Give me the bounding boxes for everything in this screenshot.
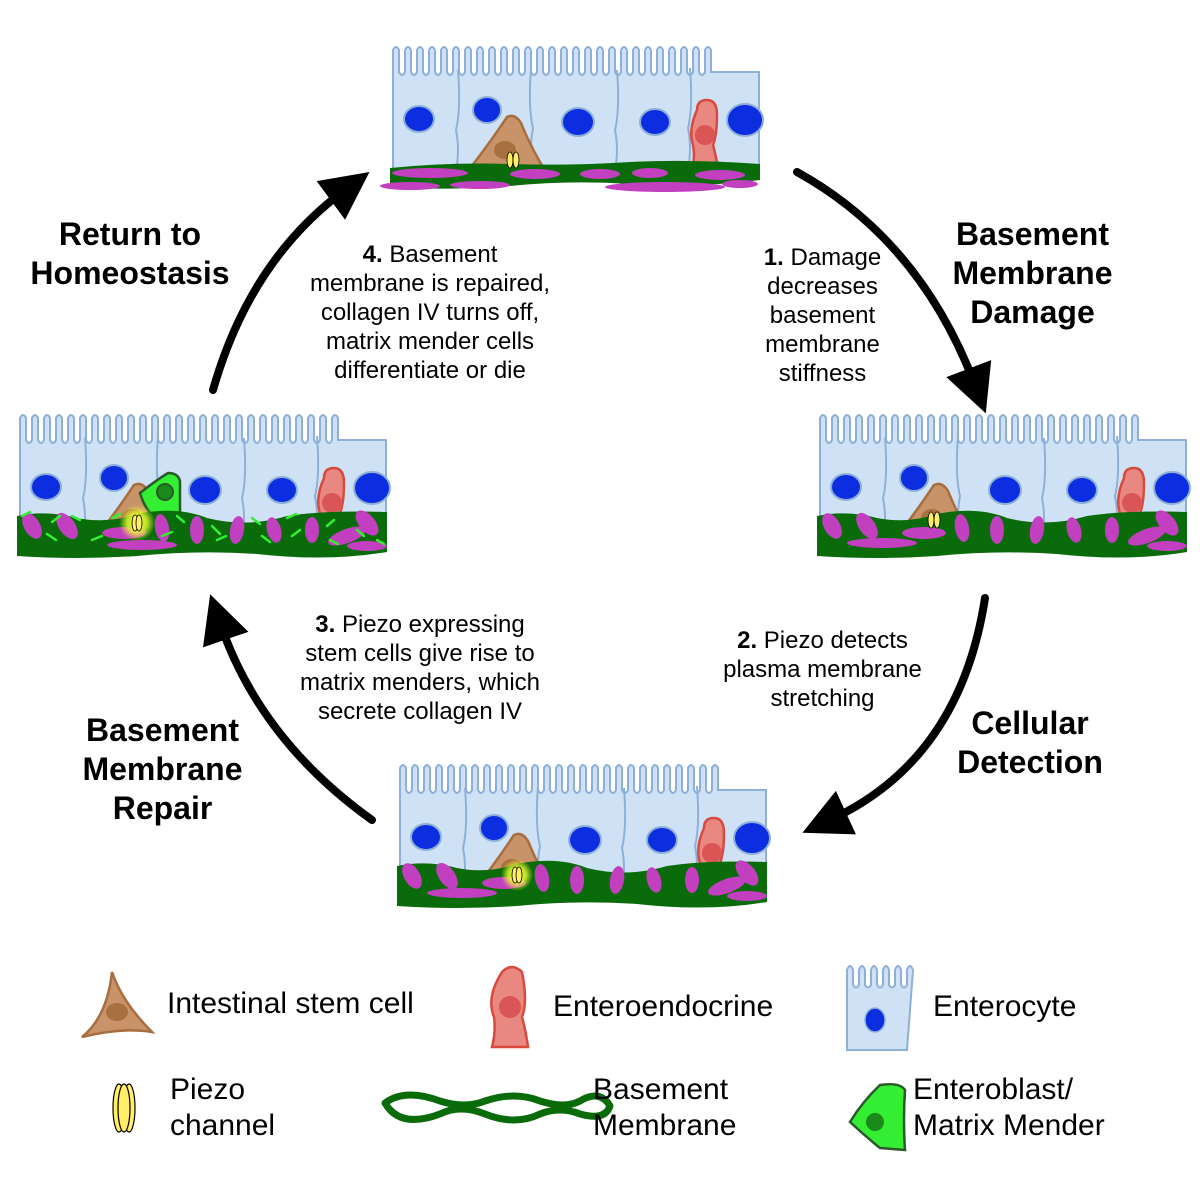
stage-title-line: Return to: [58, 216, 202, 252]
stage-title-detection: Cellular Detection: [920, 704, 1140, 782]
step-line: stem cells give rise to: [305, 640, 535, 667]
enteroendocrine-icon: [490, 965, 530, 1049]
arrow-step-1: [793, 168, 992, 414]
legend-line: Basement: [593, 1073, 729, 1106]
piezo-channel-icon: [506, 151, 520, 169]
step-line: collagen IV turns off,: [320, 299, 540, 326]
step-number: 2.: [737, 627, 758, 654]
epithelium-right: [817, 413, 1192, 558]
step-line: matrix mender cells: [325, 328, 535, 355]
basement-membrane-icon: [381, 1091, 614, 1124]
step-number: 4.: [362, 241, 383, 268]
arrow-step-3: [202, 594, 376, 824]
enteroblast-icon: [848, 1082, 907, 1152]
step-line: basement: [769, 302, 876, 329]
arrow-step-4: [209, 171, 370, 394]
legend-basement-membrane: Basement Membrane: [593, 1072, 736, 1144]
piezo-legend-icon: [112, 1083, 136, 1133]
stage-title-homeostasis: Return to Homeostasis: [10, 215, 250, 293]
step-3-text: 3. Piezo expressing stem cells give rise…: [265, 610, 575, 726]
epithelium-left: [17, 413, 392, 558]
step-line: plasma membrane: [723, 656, 922, 683]
step-number: 1.: [763, 244, 784, 271]
step-4-text: 4. Basement membrane is repaired, collag…: [275, 240, 585, 385]
step-line: secrete collagen IV: [317, 698, 523, 725]
legend-piezo: Piezo channel: [170, 1072, 275, 1144]
piezo-channel-icon: [511, 866, 523, 884]
stem-cell-icon: [81, 971, 156, 1039]
legend-enterocyte: Enterocyte: [933, 990, 1077, 1023]
epithelium-top: [380, 45, 765, 192]
step-number: 3.: [315, 611, 336, 638]
step-2-text: 2. Piezo detects plasma membrane stretch…: [690, 626, 955, 713]
step-line: differentiate or die: [334, 357, 526, 384]
step-line: decreases: [767, 273, 878, 300]
step-1-text: 1. Damage decreases basement membrane st…: [740, 243, 905, 388]
step-line: stiffness: [778, 360, 867, 387]
epithelium-bottom: [397, 763, 772, 908]
stage-title-line: Membrane: [952, 255, 1113, 291]
stage-title-repair: Basement Membrane Repair: [55, 711, 270, 828]
legend-line: Piezo: [170, 1073, 246, 1106]
collagen-iv-fibers: [20, 510, 386, 546]
stage-title-damage: Basement Membrane Damage: [920, 215, 1145, 332]
stage-title-line: Cellular: [971, 705, 1089, 741]
enterocyte-icon: [846, 965, 915, 1051]
legend-line: channel: [170, 1109, 276, 1142]
stage-title-line: Repair: [112, 790, 213, 826]
stage-title-line: Detection: [957, 744, 1103, 780]
stage-title-line: Damage: [970, 294, 1095, 330]
legend-enteroblast: Enteroblast/ Matrix Mender: [913, 1072, 1105, 1144]
legend-line: Matrix Mender: [913, 1109, 1105, 1142]
step-line: Basement: [389, 241, 498, 268]
piezo-channel-icon: [131, 514, 143, 532]
legend-line: Membrane: [593, 1109, 737, 1142]
step-line: matrix menders, which: [299, 669, 541, 696]
piezo-channel-icon: [927, 511, 941, 529]
step-line: Damage: [790, 244, 882, 271]
stage-title-line: Basement: [86, 712, 239, 748]
legend-stem-cell: Intestinal stem cell: [167, 987, 414, 1020]
stage-title-line: Basement: [956, 216, 1109, 252]
stage-title-line: Membrane: [82, 751, 243, 787]
step-line: Piezo detects: [763, 627, 908, 654]
step-line: Piezo expressing: [341, 611, 525, 638]
step-line: membrane: [765, 331, 880, 358]
legend-line: Enteroblast/: [913, 1073, 1074, 1106]
step-line: stretching: [770, 685, 875, 712]
legend-enteroendocrine: Enteroendocrine: [553, 990, 774, 1023]
stage-title-line: Homeostasis: [30, 255, 230, 291]
arrow-step-2: [802, 594, 989, 835]
step-line: membrane is repaired,: [309, 270, 551, 297]
